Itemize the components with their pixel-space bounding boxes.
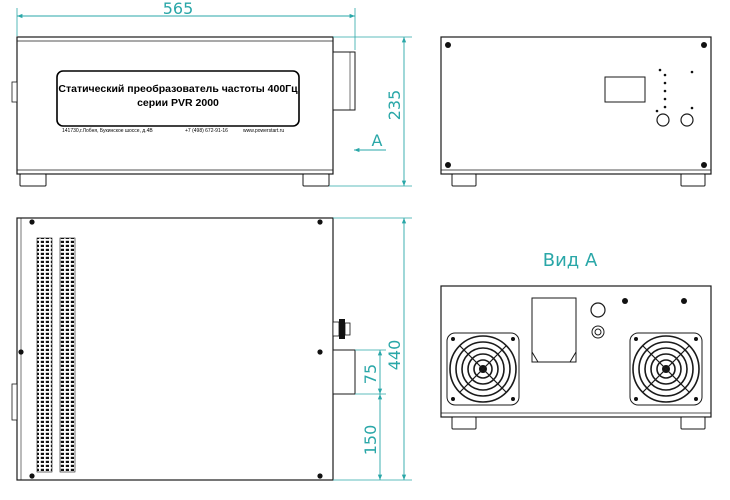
label-website: www.powerstart.ru — [243, 128, 284, 134]
screw-icon — [445, 42, 451, 48]
foot-right — [302, 173, 330, 187]
dimension-565-text: 565 — [163, 0, 194, 18]
view-a-caption: Вид А — [543, 250, 598, 271]
front-view: Статический преобразователь частоты 400Г… — [11, 0, 412, 187]
dimension-75: 75 — [355, 349, 386, 395]
dimension-150-text: 150 — [361, 425, 380, 456]
label-series: серии PVR 2000 — [137, 97, 219, 109]
screw-icon — [317, 349, 323, 355]
top-view: 440 75 150 — [11, 217, 412, 481]
ventilation-grille-icon — [36, 237, 53, 473]
rear-cable-gland-icon — [591, 325, 605, 339]
top-handle — [11, 383, 18, 421]
screw-icon — [445, 162, 451, 168]
foot-left — [19, 173, 47, 187]
indicator-leds — [655, 68, 694, 113]
screw-icon — [18, 349, 24, 355]
dimension-150: 150 — [361, 394, 383, 480]
rear-port-block — [332, 349, 356, 395]
dimension-75-text: 75 — [361, 364, 380, 384]
view-a-marker-text: A — [372, 131, 383, 150]
screw-icon — [29, 219, 35, 225]
dimension-440: 440 — [333, 217, 412, 481]
foot-right — [680, 416, 706, 430]
foot-left — [451, 416, 477, 430]
rear-view: Вид А — [440, 250, 712, 430]
fan-grille-icon — [446, 332, 520, 406]
socket-outlet — [531, 297, 577, 363]
screw-icon — [701, 162, 707, 168]
dimension-235: 235 — [329, 36, 412, 187]
screw-icon — [701, 42, 707, 48]
screw-icon — [622, 298, 628, 304]
knob-right — [680, 113, 694, 127]
label-phone: +7 (498) 672-91-16 — [185, 128, 228, 134]
foot-right — [680, 173, 706, 187]
front-handle — [11, 81, 18, 103]
foot-left — [451, 173, 477, 187]
front-panel-view — [440, 36, 712, 187]
screw-icon — [681, 298, 687, 304]
display-window — [604, 76, 646, 103]
front-panel-body — [440, 36, 712, 175]
fuse-holder — [590, 302, 606, 318]
screw-icon — [317, 473, 323, 479]
view-a-marker: A — [354, 131, 386, 153]
dimension-565: 565 — [16, 0, 356, 50]
rear-protrusion — [332, 51, 356, 111]
knob-left — [656, 113, 670, 127]
ventilation-grille-icon — [59, 237, 76, 473]
fan-grille-icon — [629, 332, 703, 406]
cable-gland-icon — [332, 319, 351, 339]
label-title: Статический преобразователь частоты 400Г… — [58, 83, 298, 95]
dimension-440-text: 440 — [385, 340, 404, 371]
label-address: 141730,г.Лобня, Букинское шоссе, д.4В — [62, 128, 153, 134]
dimension-235-text: 235 — [385, 90, 404, 121]
screw-icon — [317, 219, 323, 225]
screw-icon — [29, 473, 35, 479]
product-label: Статический преобразователь частоты 400Г… — [56, 70, 300, 134]
